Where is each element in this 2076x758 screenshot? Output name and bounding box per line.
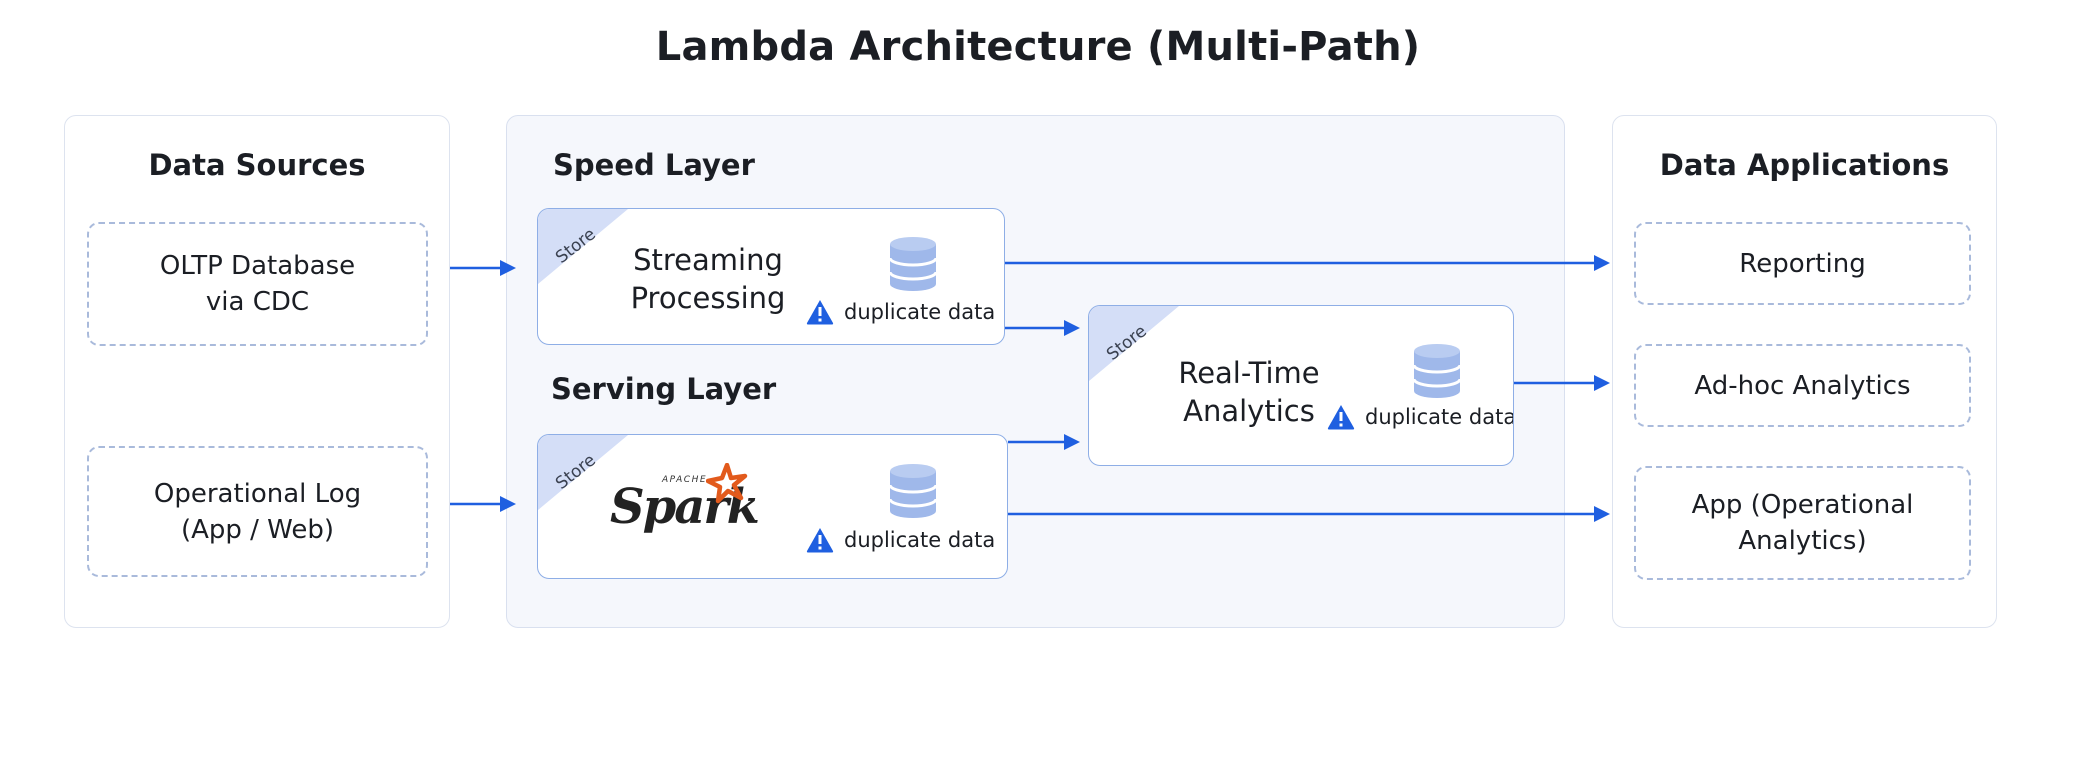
source-oltp-label: OLTP Database via CDC [159, 251, 356, 317]
app-operational-label: App (Operational Analytics) [1691, 490, 1914, 556]
app-operational-analytics[interactable]: App (Operational Analytics) [1634, 466, 1971, 580]
spark-logo: APACHE Spark [610, 463, 760, 543]
arrowhead [1594, 255, 1610, 271]
data-sources-heading: Data Sources [148, 148, 366, 182]
serving-layer-heading: Serving Layer [551, 372, 777, 406]
realtime-analytics-title: Real-Time Analytics [1178, 356, 1320, 428]
database-icon [1412, 344, 1462, 398]
data-sources-panel [64, 115, 450, 628]
spark-logo-small: APACHE [662, 475, 708, 485]
arrowhead [1594, 375, 1610, 391]
arrowhead [500, 260, 516, 276]
database-icon [888, 237, 938, 291]
store-ribbon [538, 209, 628, 284]
source-log-label: Operational Log (App / Web) [153, 478, 362, 545]
duplicate-data-warning: duplicate data [806, 527, 995, 553]
app-adhoc-analytics[interactable]: Ad-hoc Analytics [1634, 344, 1971, 427]
streaming-processing-title: Streaming Processing [630, 243, 786, 315]
realtime-analytics-card[interactable]: Store Real-Time Analytics duplicate data [1088, 305, 1514, 466]
database-icon [888, 464, 938, 518]
app-reporting-label: Reporting [1739, 248, 1866, 279]
warning-icon [1327, 405, 1355, 430]
spark-card[interactable]: Store APACHE Spark duplicate data [537, 434, 1008, 579]
streaming-processing-card[interactable]: Store Streaming Processing duplicate dat… [537, 208, 1005, 345]
duplicate-data-label: duplicate data [1365, 405, 1514, 429]
store-ribbon [538, 435, 628, 510]
data-applications-panel [1612, 115, 1997, 628]
arrowhead [1064, 320, 1080, 336]
data-applications-heading: Data Applications [1659, 148, 1950, 182]
spark-star-icon [706, 463, 748, 504]
page-title: Lambda Architecture (Multi-Path) [655, 24, 1421, 70]
arrowhead [1064, 434, 1080, 450]
duplicate-data-warning: duplicate data [1327, 404, 1514, 430]
duplicate-data-label: duplicate data [844, 528, 996, 552]
arrowhead [500, 496, 516, 512]
speed-layer-heading: Speed Layer [553, 148, 755, 182]
source-operational-log[interactable]: Operational Log (App / Web) [87, 446, 428, 577]
arrowhead [1594, 506, 1610, 522]
warning-icon [806, 300, 834, 325]
source-oltp-database[interactable]: OLTP Database via CDC [87, 222, 428, 346]
store-ribbon [1089, 306, 1179, 381]
duplicate-data-warning: duplicate data [806, 299, 995, 325]
app-adhoc-label: Ad-hoc Analytics [1694, 370, 1911, 401]
warning-icon [806, 528, 834, 553]
duplicate-data-label: duplicate data [844, 300, 996, 324]
app-reporting[interactable]: Reporting [1634, 222, 1971, 305]
